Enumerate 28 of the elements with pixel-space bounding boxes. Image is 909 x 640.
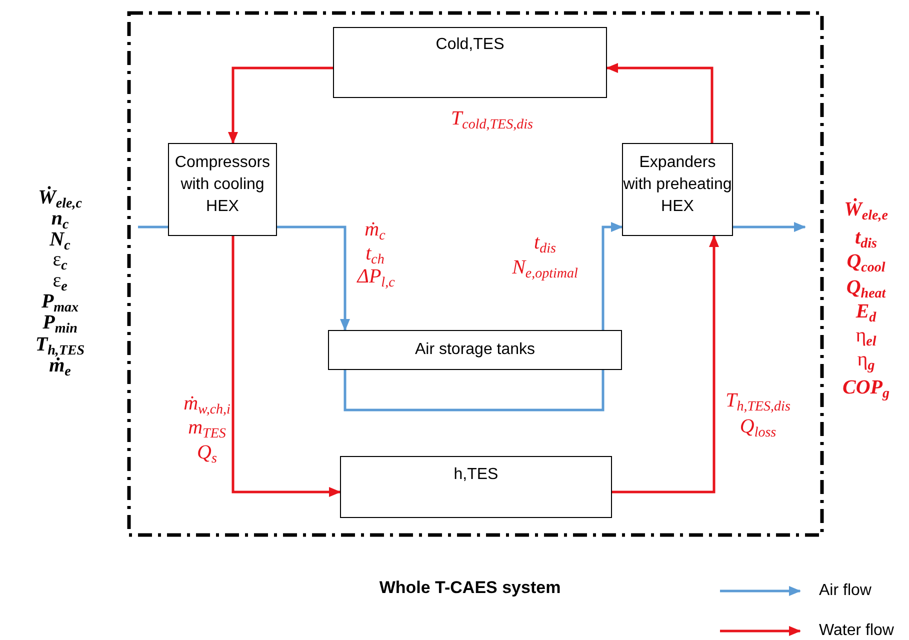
box-label: h,TES	[454, 465, 498, 485]
variable-label: T$_{h,TES,dis}$	[726, 389, 790, 417]
process-box	[333, 27, 607, 98]
flow-arrow	[277, 226, 350, 331]
variable-label: Q$_{s}$	[197, 441, 217, 469]
flow-arrow	[344, 222, 623, 412]
flow-arrow	[228, 66, 333, 144]
legend-label: Water flow	[819, 622, 894, 640]
process-box	[340, 456, 612, 518]
process-box	[622, 143, 733, 236]
flow-arrow	[232, 236, 341, 497]
variable-label: COP$_{g}$	[842, 376, 890, 404]
legend-label: Air flow	[819, 582, 872, 600]
process-box	[328, 330, 622, 370]
variable-label: Ẇ$_{ele,e}$	[844, 198, 888, 226]
variable-label: N$_{e,optimal}$	[512, 256, 578, 284]
process-box	[168, 143, 277, 236]
box-label: Compressors with cooling HEX	[174, 153, 272, 217]
flow-arrow	[733, 222, 806, 232]
flow-arrow	[612, 235, 719, 494]
caption: Whole T-CAES system	[379, 578, 561, 598]
flow-arrow	[606, 63, 714, 143]
variable-label: t$_{dis}$	[534, 231, 556, 259]
box-label: Cold,TES	[436, 35, 504, 55]
box-label: Air storage tanks	[414, 340, 536, 360]
variable-label: Q$_{loss}$	[740, 415, 776, 443]
variable-label: T$_{cold,TES,dis}$	[451, 107, 533, 135]
box-label: Expanders with preheating HEX	[623, 153, 732, 217]
